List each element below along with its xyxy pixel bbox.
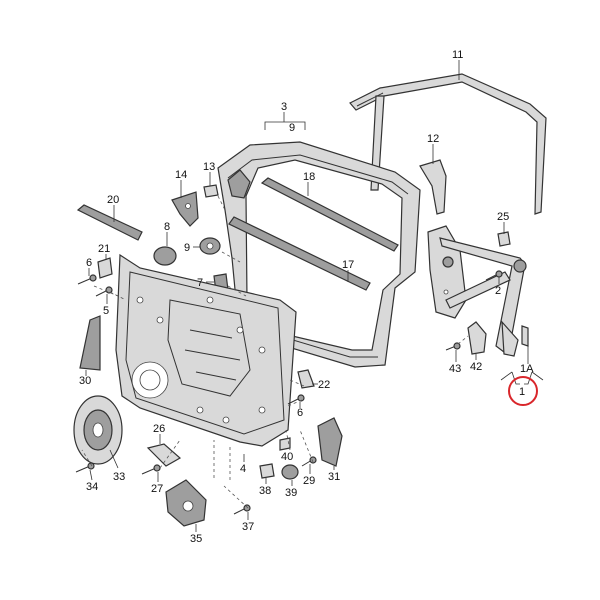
callout-13: 13 [203,161,215,173]
part-screw-6-left [77,274,97,285]
callout-38: 38 [259,485,271,497]
part-clip-22 [297,369,315,389]
leader-lines [85,60,544,532]
part-window-regulator [427,225,529,357]
callout-12: 12 [427,133,439,145]
part-seal-strip-18 [260,177,399,252]
part-window-guide-rail [349,73,547,215]
callout-labels: 11 3 9 12 13 14 18 20 25 8 9 21 6 17 7 2… [79,49,534,545]
part-trim-30 [79,315,101,371]
part-screw-27 [141,464,161,475]
callout-1: 1 [519,386,525,398]
callout-14: 14 [175,169,187,181]
part-switch-9 [199,237,221,255]
callout-39: 39 [285,487,297,499]
callout-1a: 1A [520,363,534,375]
part-trim-piece-12 [419,159,447,215]
part-cover-31 [317,417,343,467]
part-screw-34 [75,462,95,473]
part-strip-20 [76,204,143,241]
callout-6-left: 6 [86,257,92,269]
callout-6-right: 6 [297,407,303,419]
callout-9-switch: 9 [184,242,190,254]
callout-43: 43 [449,363,461,375]
part-plug-8 [153,246,177,266]
callout-22: 22 [318,379,330,391]
callout-4: 4 [240,463,246,475]
callout-34: 34 [86,481,98,493]
callout-17: 17 [342,259,354,271]
callout-3: 3 [281,101,287,113]
callout-37: 37 [242,521,254,533]
callout-26: 26 [153,423,165,435]
callout-9-frame: 9 [289,122,295,134]
part-inner-door-panel [115,253,297,447]
part-door-frame [217,141,421,368]
part-bracket-14 [171,191,199,227]
callout-31: 31 [328,471,340,483]
part-bracket-26 [146,443,182,467]
part-clip-13 [203,184,219,198]
callout-5: 5 [103,305,109,317]
part-clip-21 [97,257,113,279]
callout-2: 2 [495,285,501,297]
part-cap-39 [281,464,299,480]
callout-30: 30 [79,375,91,387]
callout-21: 21 [98,243,110,255]
highlight-circle [508,376,538,406]
part-clip-25 [497,231,511,247]
part-window-motor [165,479,207,527]
callout-25: 25 [497,211,509,223]
part-speaker [73,395,123,465]
part-screw-6-right [287,394,305,405]
part-seal-strip-17 [228,216,371,291]
callout-27: 27 [151,483,163,495]
assembly-lines [81,195,469,509]
callout-20: 20 [107,194,119,206]
callout-18: 18 [303,171,315,183]
part-block-38 [259,463,275,479]
part-screw-43 [445,342,461,351]
callout-7: 7 [197,277,203,289]
callout-35: 35 [190,533,202,545]
callout-11: 11 [452,49,463,61]
part-screw-37 [233,504,251,515]
callout-8: 8 [164,221,170,233]
callout-29: 29 [303,475,315,487]
callout-42: 42 [470,361,482,373]
part-screw-5 [95,286,113,297]
part-bracket-42 [467,321,487,355]
callout-33: 33 [113,471,125,483]
callout-40: 40 [281,451,293,463]
part-screw-29 [301,456,317,467]
